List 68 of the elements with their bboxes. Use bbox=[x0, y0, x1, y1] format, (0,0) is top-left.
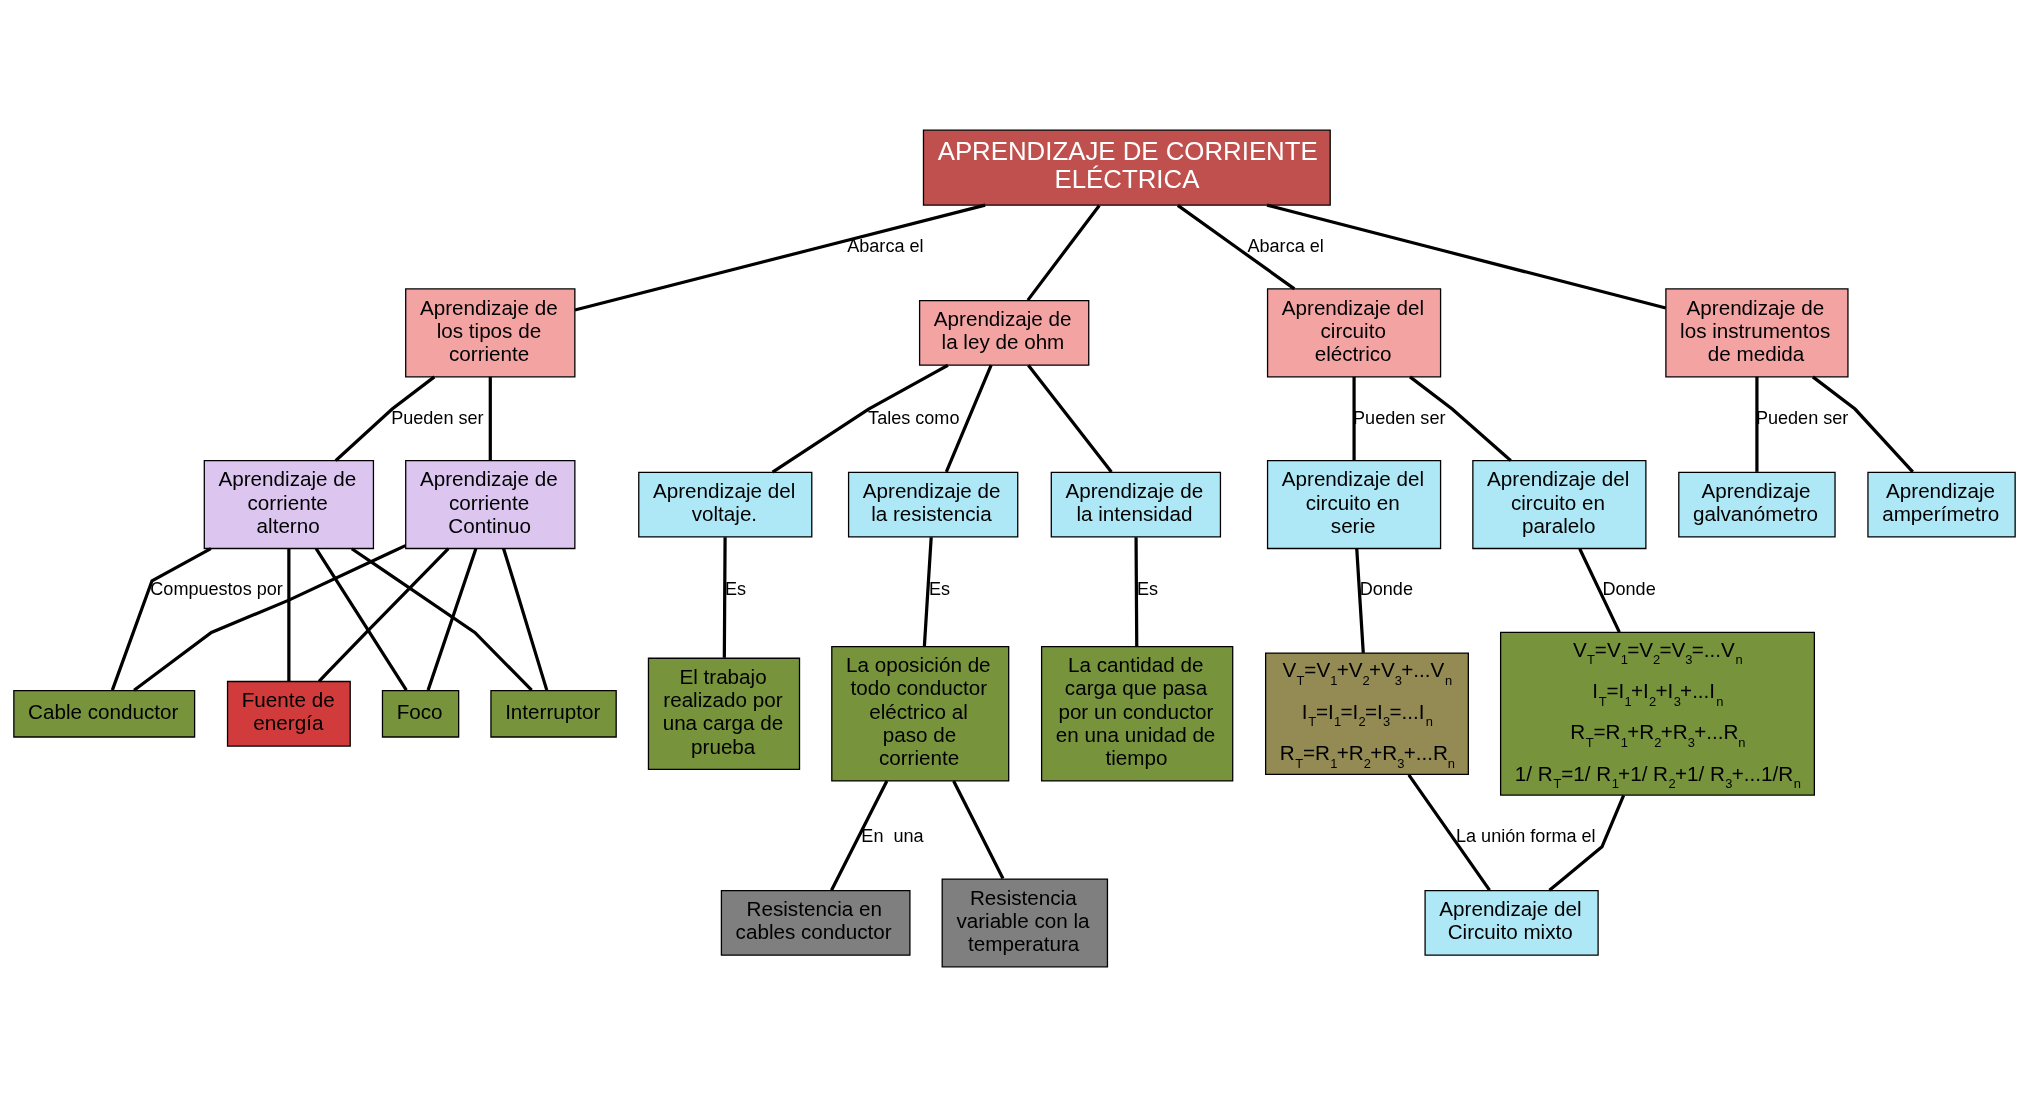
node-box: Aprendizaje de corriente alterno bbox=[203, 459, 375, 549]
node-box: Aprendizaje de los tipos de corriente bbox=[405, 287, 576, 377]
connector bbox=[1409, 375, 1512, 462]
node-box: V$_{T}$=V$_{1}$+V$_{2}$+V$_{3}$+...V$_{n}$ I$_{T}$=I$_{1}$=I$_{2}$=I$_{3}$=...I$_{n}$ R$_{T}$=R$_{1}$+R$_{2}$+R$_{3}$+...R$_{n}$ bbox=[1265, 651, 1469, 775]
connector bbox=[722, 536, 727, 658]
edge-label: Donde bbox=[1359, 578, 1413, 599]
connector bbox=[110, 546, 212, 691]
connector bbox=[574, 203, 986, 312]
node-box: Aprendizaje de los instrumentos de medida bbox=[1665, 287, 1849, 377]
connector bbox=[1755, 376, 1759, 472]
node-box: Resistencia en cables conductor bbox=[720, 889, 911, 956]
edge-label: Es bbox=[929, 578, 951, 599]
edge-label: La unión forma el bbox=[1456, 825, 1596, 846]
edge-label: Pueden ser bbox=[391, 407, 484, 428]
node-box: Cable conductor bbox=[13, 689, 196, 738]
connector bbox=[1548, 794, 1626, 892]
edge-label: Es bbox=[1136, 578, 1159, 599]
edge-label: En una bbox=[861, 825, 924, 846]
connector bbox=[952, 779, 1005, 879]
node-box: Aprendizaje amperímetro bbox=[1867, 471, 2016, 538]
connector bbox=[922, 536, 933, 647]
node-box: V$_{T}$=V$_{1}$=V$_{2}$=V$_{3}$=...V$_{n}$ I$_{T}$=I$_{1}$+I$_{2}$+I$_{3}$+...I$_{n}$ R$_{T}$=R$_{1}$+R$_{2}$+R$_{3}$+...R$_{n}$ 1/ R$_{T}$=1/ R$_{1}$+1/ R$_{2}$+1/ R$_{3}$+...1/R$_{n}$ bbox=[1499, 631, 1815, 796]
node-box: Aprendizaje del circuito en paralelo bbox=[1472, 459, 1647, 549]
node-box: Interruptor bbox=[490, 689, 617, 738]
connector bbox=[1355, 548, 1365, 653]
node-box: Aprendizaje de la resistencia bbox=[847, 471, 1019, 538]
edge-label: Abarca el bbox=[1247, 235, 1324, 256]
connector bbox=[1266, 203, 1667, 310]
node-box: Aprendizaje de la ley de ohm bbox=[918, 299, 1090, 366]
node-box: Foco bbox=[381, 689, 460, 738]
connector bbox=[1352, 376, 1356, 461]
edge-label: Abarca el bbox=[847, 235, 924, 256]
connector bbox=[502, 547, 549, 691]
node-box: La oposición de todo conductor eléctrico al paso de corriente bbox=[831, 645, 1010, 782]
node-box: Fuente de energía bbox=[226, 680, 351, 747]
connector bbox=[1176, 203, 1296, 290]
node-box: Aprendizaje del circuito eléctrico bbox=[1266, 287, 1442, 377]
connector bbox=[426, 547, 478, 691]
connector bbox=[1134, 536, 1139, 647]
connector bbox=[317, 547, 450, 682]
node-box: Resistencia variable con la temperatura bbox=[941, 877, 1109, 967]
connector bbox=[1027, 363, 1113, 473]
connector bbox=[287, 548, 291, 681]
connector bbox=[334, 375, 436, 462]
edge-label: Es bbox=[725, 578, 747, 599]
connector bbox=[133, 543, 407, 691]
node-box: El trabajo realizado por una carga de prueba bbox=[647, 657, 801, 770]
connector bbox=[314, 547, 408, 691]
connector bbox=[830, 779, 889, 891]
connector bbox=[944, 364, 993, 473]
node-box: Aprendizaje del voltaje. bbox=[638, 471, 813, 538]
edge-label: Tales como bbox=[868, 407, 960, 428]
node-box: Aprendizaje galvanómetro bbox=[1678, 471, 1836, 538]
connector bbox=[350, 546, 533, 691]
edge-label: Compuestos por bbox=[150, 578, 283, 599]
node-box: Aprendizaje de la intensidad bbox=[1050, 471, 1222, 538]
node-box: La cantidad de carga que pasa por un conductor en una unidad de tiempo bbox=[1040, 645, 1234, 782]
node-box: Aprendizaje de corriente Continuo bbox=[405, 459, 576, 549]
connector bbox=[488, 376, 492, 461]
connector bbox=[771, 363, 949, 474]
node-box: APRENDIZAJE DE CORRIENTE ELÉCTRICA bbox=[922, 129, 1331, 206]
connector bbox=[1026, 203, 1101, 301]
edge-label: Donde bbox=[1602, 578, 1656, 599]
node-box: Aprendizaje del circuito en serie bbox=[1266, 459, 1442, 549]
node-box: Aprendizaje del Circuito mixto bbox=[1424, 889, 1599, 956]
connector bbox=[1811, 375, 1914, 473]
connector bbox=[1578, 547, 1621, 633]
connector bbox=[1407, 773, 1491, 891]
